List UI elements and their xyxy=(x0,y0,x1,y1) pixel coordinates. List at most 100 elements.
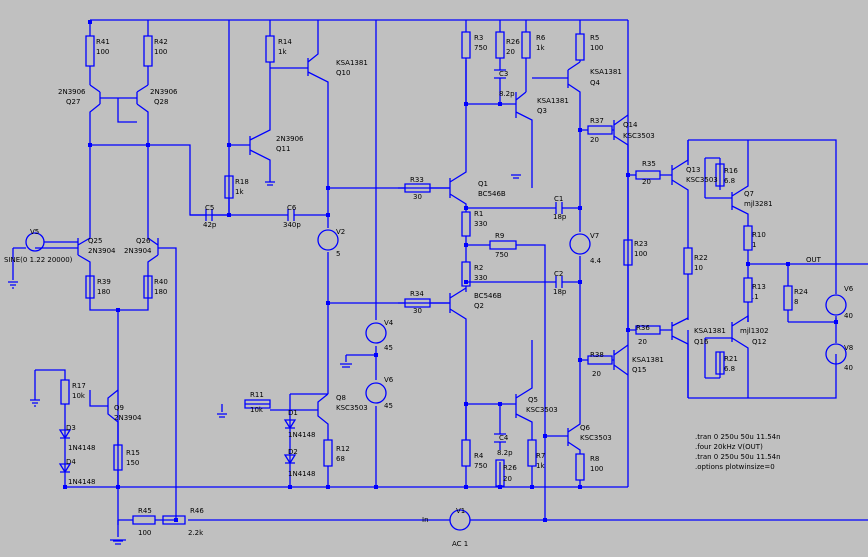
component-label-text: Q12 xyxy=(752,338,766,346)
component-label-text: mjl1302 xyxy=(740,327,769,335)
component-label-text: D2 xyxy=(288,448,298,456)
component-label-text: 20 xyxy=(592,370,601,378)
label-V2: V25 xyxy=(336,228,345,258)
component-label-text: mjl3281 xyxy=(744,200,773,208)
directive-3: .tran 0 250u 50u 11.54n xyxy=(695,453,781,461)
component-label-text: R11 xyxy=(250,391,264,399)
voltage-source-symbol xyxy=(569,233,591,255)
component-label-text: KSA1381 xyxy=(590,68,622,76)
component-label-text: KSC3503 xyxy=(336,404,368,412)
wire-segment xyxy=(671,314,749,398)
component-label-text: C6 xyxy=(287,204,297,212)
junction-dot xyxy=(464,243,468,247)
component-label-text: 2N3906 xyxy=(276,135,304,143)
component-label-text: C5 xyxy=(205,204,214,212)
component-label-text: R21 xyxy=(724,355,738,363)
component-label-text: R8 xyxy=(590,455,599,463)
component-label-text: V2 xyxy=(336,228,345,236)
component-label-text: R2 xyxy=(474,264,483,272)
component-label-text: 1k xyxy=(536,462,545,470)
wire-segment xyxy=(265,35,275,63)
component-label-text: R7 xyxy=(536,452,545,460)
junction-dot xyxy=(464,102,468,106)
junction-dot xyxy=(116,308,120,312)
component-label-text: 10 xyxy=(694,264,703,272)
junction-dot xyxy=(374,485,378,489)
component-label-text: 8.2p xyxy=(497,449,513,457)
junction-dot xyxy=(326,485,330,489)
junction-dot xyxy=(146,143,150,147)
component-label-text: 100 xyxy=(590,465,603,473)
component-label-text: 2N3904 xyxy=(124,247,152,255)
wire-segment xyxy=(340,354,376,368)
component-label-text: 180 xyxy=(154,288,167,296)
component-label-text: R15 xyxy=(126,449,140,457)
component-label-text: KSA1381 xyxy=(632,356,664,364)
junction-dot xyxy=(464,206,468,210)
component-label-text: 10k xyxy=(72,392,86,400)
component-label-text: 750 xyxy=(474,44,487,52)
wire-segment xyxy=(495,439,537,487)
wire-segment xyxy=(671,140,689,320)
label-C3: C38.2p xyxy=(499,70,515,98)
voltage-source-symbol xyxy=(317,229,339,251)
wire-segment xyxy=(100,97,137,123)
component-label-text: 1 xyxy=(752,241,756,249)
wire-segment xyxy=(89,20,149,85)
wire-segment xyxy=(461,211,517,287)
wire-segment xyxy=(8,281,18,289)
directive-1: .tran 0 250u 50u 11.54n xyxy=(695,433,781,441)
component-label-text: 750 xyxy=(495,251,508,259)
junction-dot xyxy=(498,402,502,406)
junction-dot xyxy=(116,485,120,489)
wire-segment xyxy=(398,187,450,304)
component-label-text: 20 xyxy=(506,48,515,56)
component-label-text: 1N4148 xyxy=(68,478,96,486)
component-label-text: Q25 xyxy=(88,237,102,245)
junction-dot xyxy=(530,485,534,489)
junction-dot xyxy=(464,402,468,406)
junction-dot xyxy=(626,173,630,177)
component-label-text: R36 xyxy=(636,324,650,332)
component-label-text: R39 xyxy=(97,278,111,286)
junction-dot xyxy=(326,186,330,190)
wire-segment xyxy=(580,114,629,376)
junction-dot xyxy=(834,320,838,324)
component-label-text: 20 xyxy=(638,338,647,346)
junction-dot xyxy=(63,485,67,489)
component-label-text: Q8 xyxy=(336,394,346,402)
wire-segment xyxy=(704,140,749,226)
component-label-text: 6.8 xyxy=(724,365,735,373)
component-label-text: R22 xyxy=(694,254,708,262)
component-label-text: R33 xyxy=(410,176,424,184)
component-label-text: R38 xyxy=(590,351,604,359)
junction-dot xyxy=(464,485,468,489)
component-label-text: KSC3503 xyxy=(686,176,718,184)
component-label-text: 330 xyxy=(474,220,487,228)
wire-segment xyxy=(575,33,585,61)
component-label-text: Q1 xyxy=(478,180,488,188)
wire-segment xyxy=(499,20,533,188)
junction-dot xyxy=(374,353,378,357)
